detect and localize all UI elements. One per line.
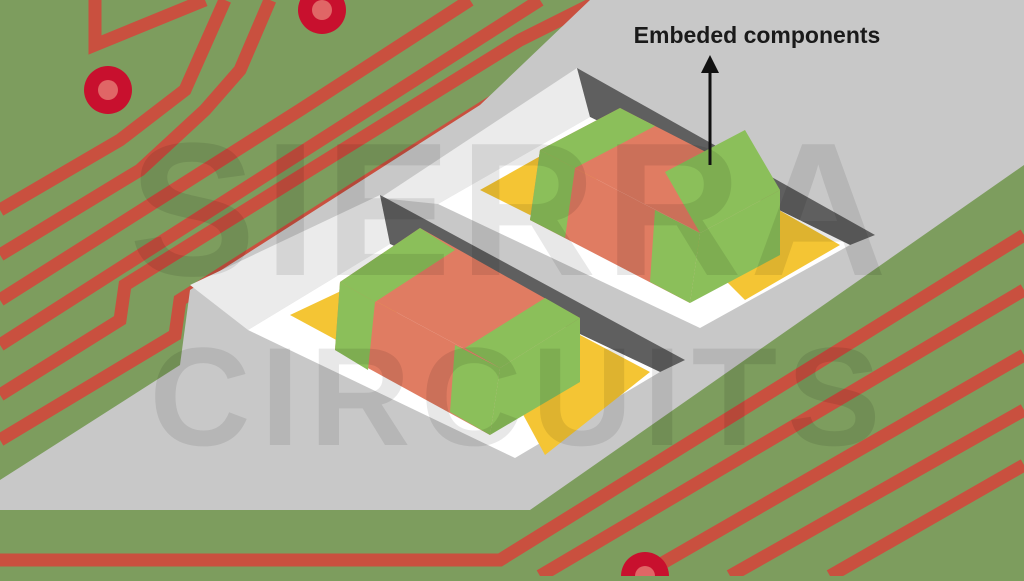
watermark: SIERRA CIRCUITS xyxy=(129,104,895,475)
terminal-front-left xyxy=(530,150,575,238)
component-side xyxy=(690,190,780,303)
via-hole xyxy=(98,80,118,100)
trace xyxy=(826,459,1024,581)
cavity-wall-left xyxy=(190,195,390,330)
trace xyxy=(88,0,208,55)
cavity-surface xyxy=(0,0,1024,510)
embedded-component-1 xyxy=(530,108,780,303)
terminal-front-left xyxy=(335,282,375,370)
trace xyxy=(0,0,603,401)
terminal-top-right xyxy=(665,130,780,233)
watermark-line-2: CIRCUITS xyxy=(149,318,890,475)
watermark-line-1: SIERRA xyxy=(129,104,895,316)
terminal-front-right xyxy=(650,210,700,303)
embedded-component-2 xyxy=(335,228,580,435)
component-side xyxy=(490,318,580,435)
trace xyxy=(0,0,231,216)
vias xyxy=(84,0,669,581)
trace xyxy=(536,284,1024,581)
trace xyxy=(636,349,1024,581)
terminal-top-right xyxy=(465,298,580,368)
trace xyxy=(0,0,474,306)
terminal-top-left xyxy=(340,228,455,302)
via-hole xyxy=(312,0,332,20)
callout-label: Embeded components xyxy=(633,22,881,48)
cavity-wall-left xyxy=(380,68,590,204)
trace xyxy=(0,229,1024,567)
callout-arrow xyxy=(701,55,719,165)
terminal-front-right xyxy=(450,345,500,435)
cavity-wall-back xyxy=(380,195,685,372)
terminal-top-left xyxy=(540,108,655,168)
arrow-head xyxy=(701,55,719,73)
trace xyxy=(0,0,544,351)
trace xyxy=(726,404,1024,581)
trace xyxy=(0,0,276,261)
